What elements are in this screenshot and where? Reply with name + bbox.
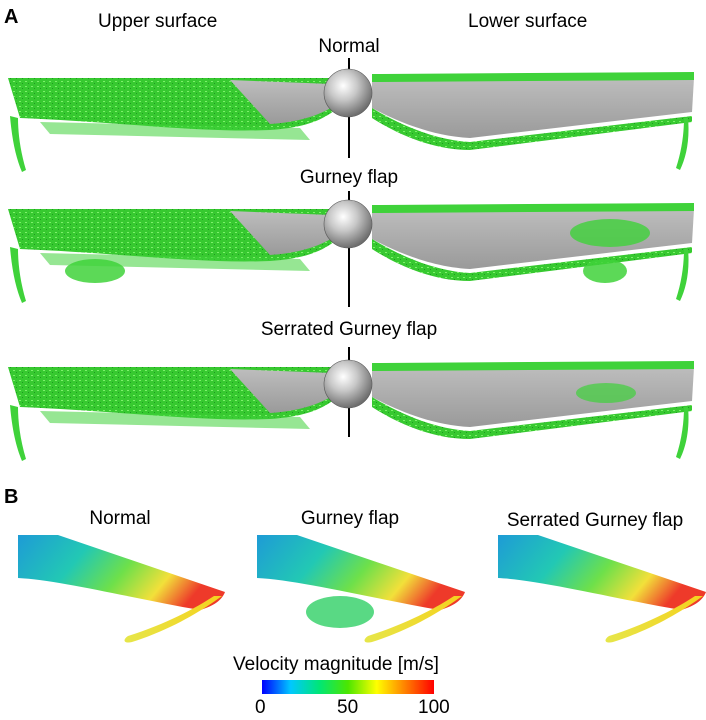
tip-closeup-gurney-flap <box>257 535 465 643</box>
hub <box>323 68 373 118</box>
rotor-serrated-gurney-flap <box>8 347 694 461</box>
rotor-gurney-flap <box>8 191 694 307</box>
left-blade-surface <box>230 80 334 124</box>
right-tip-vortex <box>676 118 689 170</box>
rotor-normal <box>8 58 694 172</box>
panel-a-letter: A <box>4 6 19 28</box>
closeup-title-serrated-gurney-flap: Serrated Gurney flap <box>506 510 684 531</box>
velocity-colorbar <box>262 680 434 694</box>
row-title-serrated-gurney-flap: Serrated Gurney flap <box>260 319 438 340</box>
closeup-title-normal: Normal <box>89 508 151 529</box>
right-blade-surface <box>372 78 694 138</box>
row-title-gurney-flap: Gurney flap <box>299 167 399 188</box>
upper-surface-header: Upper surface <box>98 11 218 32</box>
lower-surface-header: Lower surface <box>468 11 588 32</box>
colorbar-tick-0: 0 <box>255 697 266 718</box>
colorbar-tick-50: 50 <box>337 697 359 718</box>
colorbar-label: Velocity magnitude [m/s] <box>233 654 439 675</box>
right-blade-edge-vortex <box>372 72 694 82</box>
colorbar-tick-100: 100 <box>418 697 450 718</box>
tip-closeup-serrated-gurney-flap <box>498 535 706 643</box>
left-tip-vortex <box>10 116 26 172</box>
gurney-wake-right <box>570 219 650 247</box>
row-title-normal: Normal <box>318 36 380 57</box>
tip-closeup-normal <box>18 535 225 643</box>
gurney-wake-left <box>65 259 125 283</box>
closeup-title-gurney-flap: Gurney flap <box>300 508 400 529</box>
panel-b-letter: B <box>4 486 19 508</box>
